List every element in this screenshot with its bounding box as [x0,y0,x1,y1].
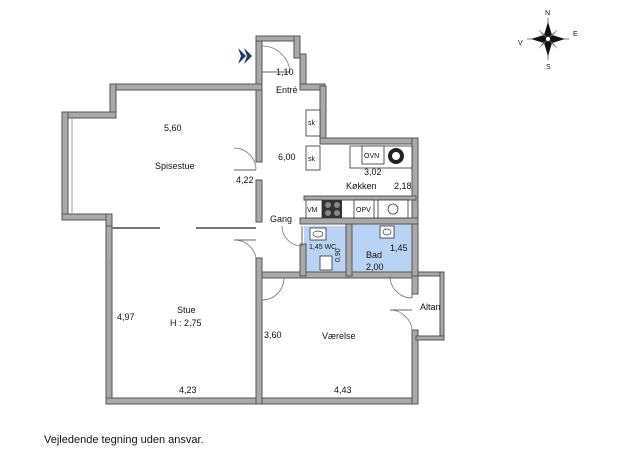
vaerelse-dim-side: 3,60 [264,330,282,340]
entre-dim: 1,10 [276,67,294,77]
fixtures [305,109,413,271]
vm-label: VM [307,207,318,214]
compass-east: E [573,31,578,38]
kokken-name: Køkken [346,181,377,191]
wc-name: 1,45 WC [309,244,336,251]
ovn-label: OVN [364,153,379,160]
wc-dim: 0,90 [335,248,342,262]
stue-dim-bottom: 4,23 [179,385,197,395]
stue-name: Stue [177,305,196,315]
spisestue-name: Spisestue [155,161,195,171]
entre-name: Entré [276,85,298,95]
compass-south: S [546,64,551,71]
opv-label: OPV [356,207,371,214]
spisestue-dim-top: 5,60 [164,123,182,133]
entry-arrow-icon [238,48,246,64]
disclaimer-text: Vejledende tegning uden ansvar. [44,434,204,446]
bad-dim-b: 2,00 [366,262,384,272]
compass-west: V [518,40,523,47]
kokken-dim-side: 2,18 [394,181,412,191]
spisestue-dim-side: 4,22 [236,175,254,185]
sk-label: sk [308,120,316,127]
stue-height: H : 2,75 [170,318,202,328]
entry-arrow-icon [244,48,252,64]
compass-rose-icon [527,18,569,60]
kokken-dim-top: 3,02 [364,167,382,177]
vaerelse-name: Værelse [322,331,356,341]
walls [61,35,445,405]
bad-dim-a: 1,45 [390,243,408,253]
doors [233,45,413,331]
sk-label: sk [308,156,316,163]
bad-name: Bad [366,250,382,260]
stue-dim-side: 4,97 [117,312,135,322]
vaerelse-dim-bottom: 4,43 [334,385,352,395]
gang-dim: 6,00 [278,152,296,162]
altan-name: Altan [420,302,441,312]
compass-north: N [545,10,550,17]
gang-name: Gang [270,214,292,224]
